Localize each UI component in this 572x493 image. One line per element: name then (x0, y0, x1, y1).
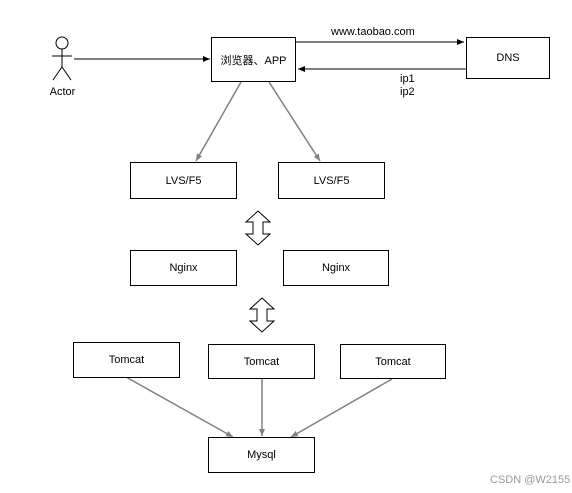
tomcat-center-node: Tomcat (208, 344, 315, 379)
lvs-f5-right-node: LVS/F5 (278, 162, 385, 199)
ip1-label: ip1 (400, 73, 415, 85)
lvs-f5-left-node: LVS/F5 (130, 162, 237, 199)
ip2-label: ip2 (400, 86, 415, 98)
mysql-node: Mysql (208, 437, 315, 473)
edge-browser-lvs-left (195, 81, 242, 162)
double-arrow-nginx-tomcat (248, 297, 276, 333)
actor-label: Actor (49, 86, 76, 98)
nginx-right-node: Nginx (283, 250, 389, 286)
tomcat-right-node: Tomcat (340, 344, 446, 379)
double-arrow-lvs-nginx (244, 210, 272, 246)
browser-app-node: 浏览器、APP (211, 37, 296, 82)
tomcat-left-node: Tomcat (73, 342, 180, 378)
actor-figure (52, 36, 72, 81)
domain-label: www.taobao.com (331, 26, 415, 38)
edge-browser-lvs-right (268, 81, 321, 162)
dns-node: DNS (466, 37, 550, 79)
edge-tomcat-right-mysql (290, 378, 393, 438)
edge-tomcat-left-mysql (125, 376, 234, 438)
nginx-left-node: Nginx (130, 250, 237, 286)
watermark-text: CSDN @W2155 (490, 474, 571, 486)
